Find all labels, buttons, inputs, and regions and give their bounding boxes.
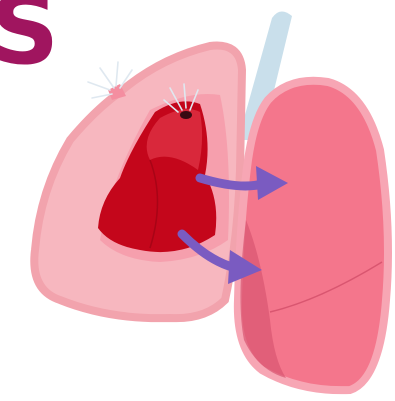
puncture-icon — [180, 111, 192, 119]
